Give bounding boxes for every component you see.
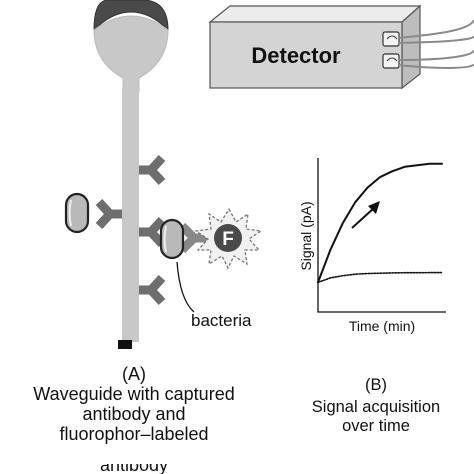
caption-a-line-2: antibody and (82, 404, 186, 425)
antibodies (95, 154, 214, 306)
optical-fibers (397, 19, 474, 69)
chart-axes (317, 158, 446, 313)
fiber-connectors (382, 31, 400, 69)
waveguide (93, 0, 169, 349)
detector-box: Detector (208, 4, 474, 90)
antibody (139, 154, 166, 186)
detector-label: Detector (251, 43, 341, 68)
caption-a-line-1: Waveguide with captured (33, 384, 235, 405)
caption-b: (B) Signal acquisition over time (278, 376, 474, 435)
antibody (95, 198, 122, 230)
bacteria-label: bacteria (191, 311, 252, 330)
chart-series-line-dotted (317, 271, 443, 284)
waveguide-fiber (122, 88, 139, 342)
caption-b-line-1: Signal acquisition (311, 398, 441, 417)
chart-ylabel: Signal (pA) (298, 201, 314, 270)
signal-chart: Signal (pA) Time (min) (298, 158, 446, 334)
caption-a-line-3: fluorophor–labeled (59, 424, 209, 445)
chart-xlabel: Time (min) (349, 318, 415, 334)
fluorophore-letter: F (222, 229, 234, 250)
antibody (139, 274, 166, 306)
bacteria-cells (64, 192, 185, 260)
waveguide-tip (118, 340, 132, 349)
fluorophore: F (194, 207, 263, 270)
bacteria-leader-line (176, 261, 195, 313)
coupler-funnel (93, 15, 169, 93)
chart-series-line-solid (317, 162, 443, 284)
caption-a-letter: (A) (122, 364, 146, 384)
caption-b-line-2: over time (342, 416, 410, 435)
fluorophore-core (214, 224, 242, 252)
caption-a-clipped-line: antibody (99, 464, 169, 474)
bacterium-left (64, 192, 90, 234)
caption-a: (A) Waveguide with captured antibody and… (0, 364, 268, 445)
caption-b-letter: (B) (365, 376, 387, 394)
trend-arrow (351, 201, 380, 229)
chart-series-layer (317, 162, 443, 284)
antibody (139, 216, 166, 248)
bacterium-right (159, 218, 185, 260)
